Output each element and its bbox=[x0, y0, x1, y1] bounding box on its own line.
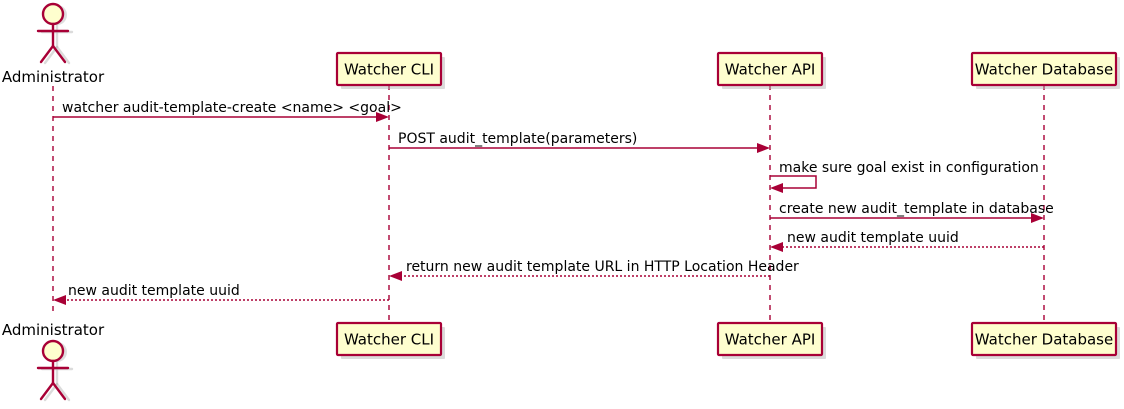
message-6: return new audit template URL in HTTP Lo… bbox=[389, 259, 799, 281]
message-7-arrowhead bbox=[53, 295, 66, 305]
message-7-label: new audit template uuid bbox=[68, 283, 240, 299]
message-5-label: new audit template uuid bbox=[787, 230, 959, 246]
participant-box-watcher-database-top[interactable] bbox=[970, 51, 1118, 87]
participant-watcher-database-top[interactable]: Watcher Database bbox=[970, 51, 1120, 89]
message-1-label: watcher audit-template-create <name> <go… bbox=[62, 100, 402, 116]
message-2-arrowhead bbox=[757, 143, 770, 153]
participant-label-watcher-api-bottom: Watcher API bbox=[725, 331, 816, 349]
lifelines bbox=[52, 85, 1045, 323]
participant-label-watcher-cli-bottom: Watcher CLI bbox=[344, 331, 434, 349]
message-6-label: return new audit template URL in HTTP Lo… bbox=[406, 259, 799, 275]
participant-box-watcher-database-bottom[interactable] bbox=[970, 321, 1118, 357]
participant-box-watcher-cli-top[interactable] bbox=[335, 51, 443, 87]
actor-leg-left-icon-bottom bbox=[39, 381, 55, 401]
message-1-arrowhead bbox=[376, 112, 389, 122]
actor-leg-right-icon-bottom bbox=[51, 381, 67, 401]
message-3-label: make sure goal exist in configuration bbox=[779, 160, 1039, 176]
participant-label-watcher-api-top: Watcher API bbox=[725, 61, 816, 79]
actor-administrator-top[interactable]: Administrator bbox=[2, 2, 105, 86]
actor-leg-right-icon bbox=[51, 44, 67, 64]
actor-head-icon-bottom bbox=[41, 339, 65, 363]
participant-box-watcher-api-bottom[interactable] bbox=[716, 321, 824, 357]
participant-box-watcher-cli-bottom[interactable] bbox=[335, 321, 443, 357]
message-4-label: create new audit_template in database bbox=[779, 201, 1054, 217]
actor-label-administrator-top: Administrator bbox=[2, 68, 105, 86]
message-1: watcher audit-template-create <name> <go… bbox=[53, 100, 402, 122]
message-6-arrowhead bbox=[389, 271, 402, 281]
participant-label-watcher-cli-top: Watcher CLI bbox=[344, 61, 434, 79]
message-2-label: POST audit_template(parameters) bbox=[398, 131, 637, 147]
participant-watcher-api-top[interactable]: Watcher API bbox=[716, 51, 826, 89]
message-4: create new audit_template in database bbox=[770, 201, 1054, 223]
message-7: new audit template uuid bbox=[53, 283, 389, 305]
message-3-arrowhead bbox=[770, 183, 783, 193]
participant-watcher-database-bottom[interactable]: Watcher Database bbox=[970, 321, 1120, 359]
actor-administrator-bottom[interactable]: Administrator bbox=[2, 321, 105, 402]
message-4-arrowhead bbox=[1031, 213, 1044, 223]
message-5: new audit template uuid bbox=[770, 230, 1044, 252]
message-2: POST audit_template(parameters) bbox=[389, 131, 770, 153]
participant-label-watcher-database-top: Watcher Database bbox=[975, 61, 1113, 79]
actor-label-administrator-bottom: Administrator bbox=[2, 321, 105, 339]
message-5-arrowhead bbox=[770, 242, 783, 252]
message-3-self-loop bbox=[770, 175, 817, 189]
actor-head-icon bbox=[41, 2, 65, 26]
participant-watcher-cli-bottom[interactable]: Watcher CLI bbox=[335, 321, 445, 359]
participant-label-watcher-database-bottom: Watcher Database bbox=[975, 331, 1113, 349]
participant-box-watcher-api-top[interactable] bbox=[716, 51, 824, 87]
message-3-self: make sure goal exist in configuration bbox=[770, 160, 1039, 193]
participant-watcher-cli-top[interactable]: Watcher CLI bbox=[335, 51, 445, 89]
actor-leg-left-icon bbox=[39, 44, 55, 64]
participant-watcher-api-bottom[interactable]: Watcher API bbox=[716, 321, 826, 359]
